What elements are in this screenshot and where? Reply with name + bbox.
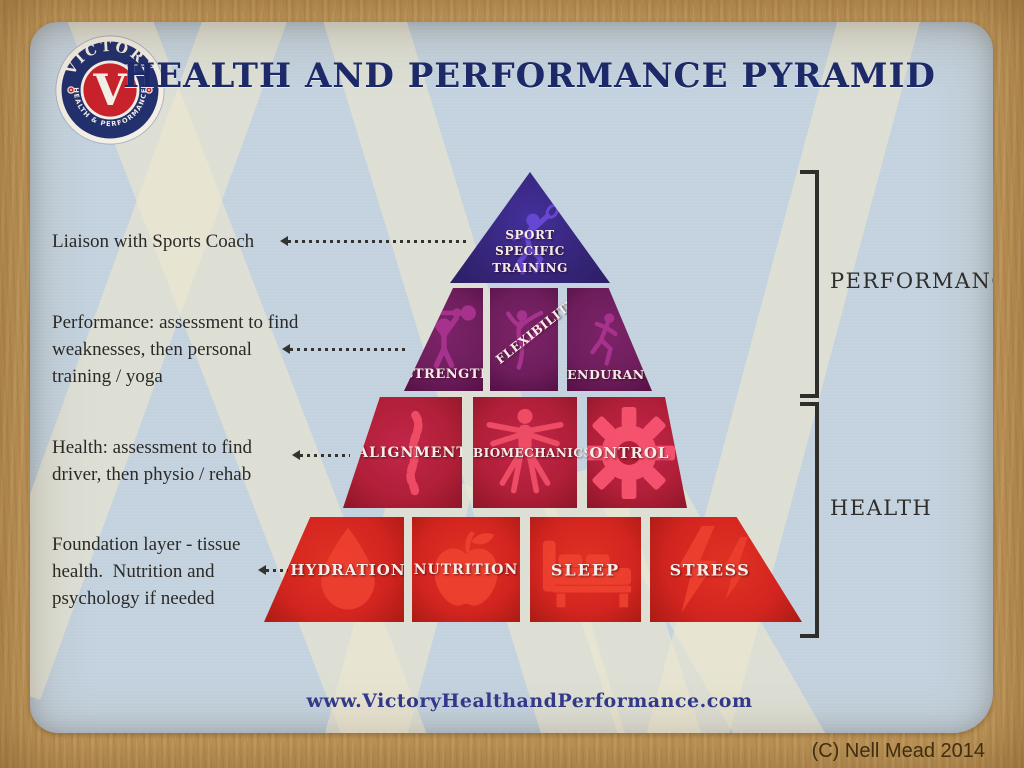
- victory-logo: VICTORY HEALTH & PERFORMANCE V: [55, 35, 165, 145]
- block-label: CONTROL: [576, 443, 670, 462]
- block-label: NUTRITION: [413, 561, 519, 578]
- lightning-icon: [677, 525, 750, 612]
- dotted-arrow: [282, 344, 407, 354]
- annotation-line: health. Nutrition and: [52, 561, 215, 582]
- annotation-line: Health: assessment to find: [52, 437, 252, 458]
- annotation-health: Health: assessment to find driver, then …: [52, 434, 252, 488]
- health-bracket: [800, 402, 819, 638]
- dotted-arrow: [292, 450, 350, 460]
- website-url: www.VictoryHealthandPerformance.com: [306, 690, 753, 712]
- block-label: BIOMECHANICS: [473, 445, 593, 460]
- page-title: HEALTH AND PERFORMANCE PYRAMID: [123, 56, 936, 96]
- annotation-line: Performance: assessment to find: [52, 312, 299, 333]
- block-label: STRENGTH: [404, 367, 493, 382]
- logo-monogram: V: [92, 66, 127, 116]
- tennis-player-icon: [511, 203, 559, 275]
- spine-icon: [406, 410, 423, 497]
- copyright: (C) Nell Mead 2014: [811, 740, 985, 762]
- dotted-line: [300, 453, 350, 457]
- dancer-icon: [506, 309, 544, 370]
- annotation-foundation: Foundation layer - tissue health. Nutrit…: [52, 531, 240, 612]
- dotted-line: [288, 239, 470, 243]
- block-endurance: ENDURANCE: [567, 288, 652, 391]
- slide-panel: VICTORY HEALTH & PERFORMANCE V HEALTH AN…: [30, 22, 993, 733]
- bullseye-icon: [67, 86, 153, 94]
- block-flexibility: FLEXIBILITY: [490, 288, 579, 391]
- gear-icon: [587, 406, 675, 499]
- annotation-line: psychology if needed: [52, 588, 215, 609]
- performance-bracket-label: PERFORMANCE: [830, 269, 993, 293]
- block-sleep: SLEEP: [530, 517, 641, 622]
- annotation-sports-coach: Liaison with Sports Coach: [52, 228, 254, 255]
- apple-icon: [434, 530, 498, 606]
- runner-icon: [589, 312, 618, 366]
- dotted-line: [266, 568, 288, 572]
- vitruvian-man-icon: [486, 408, 564, 493]
- arrowhead-icon: [258, 565, 266, 575]
- block-nutrition: NUTRITION: [412, 517, 520, 622]
- arrowhead-icon: [282, 344, 290, 354]
- block-alignment: ALIGNMENT: [343, 397, 462, 508]
- arrowhead-icon: [292, 450, 300, 460]
- dotted-line: [290, 347, 407, 351]
- block-label: ENDURANCE: [567, 367, 666, 382]
- block-label: SLEEP: [550, 560, 621, 579]
- block-label: ALIGNMENT: [357, 444, 468, 461]
- water-drop-icon: [321, 527, 375, 610]
- block-label: SPORT SPECIFIC TRAINING: [492, 227, 568, 276]
- block-control: CONTROL: [587, 397, 687, 508]
- block-label: STRESS: [669, 560, 751, 579]
- annotation-line: training / yoga: [52, 366, 163, 387]
- dotted-arrow: [280, 236, 470, 246]
- annotation-performance: Performance: assessment to find weakness…: [52, 309, 298, 390]
- block-biomechanics: BIOMECHANICS: [473, 397, 593, 508]
- annotation-line: Liaison with Sports Coach: [52, 231, 255, 252]
- block-sport-specific-training: SPORT SPECIFIC TRAINING: [450, 172, 610, 283]
- annotation-line: driver, then physio / rehab: [52, 464, 252, 485]
- block-label: HYDRATION: [290, 560, 406, 579]
- health-bracket-label: HEALTH: [830, 496, 933, 520]
- bed-icon: [542, 540, 631, 607]
- annotation-line: weaknesses, then personal: [52, 339, 252, 360]
- annotation-line: Foundation layer - tissue: [52, 534, 241, 555]
- performance-bracket: [800, 170, 819, 398]
- arrowhead-icon: [280, 236, 288, 246]
- dotted-arrow: [258, 565, 288, 575]
